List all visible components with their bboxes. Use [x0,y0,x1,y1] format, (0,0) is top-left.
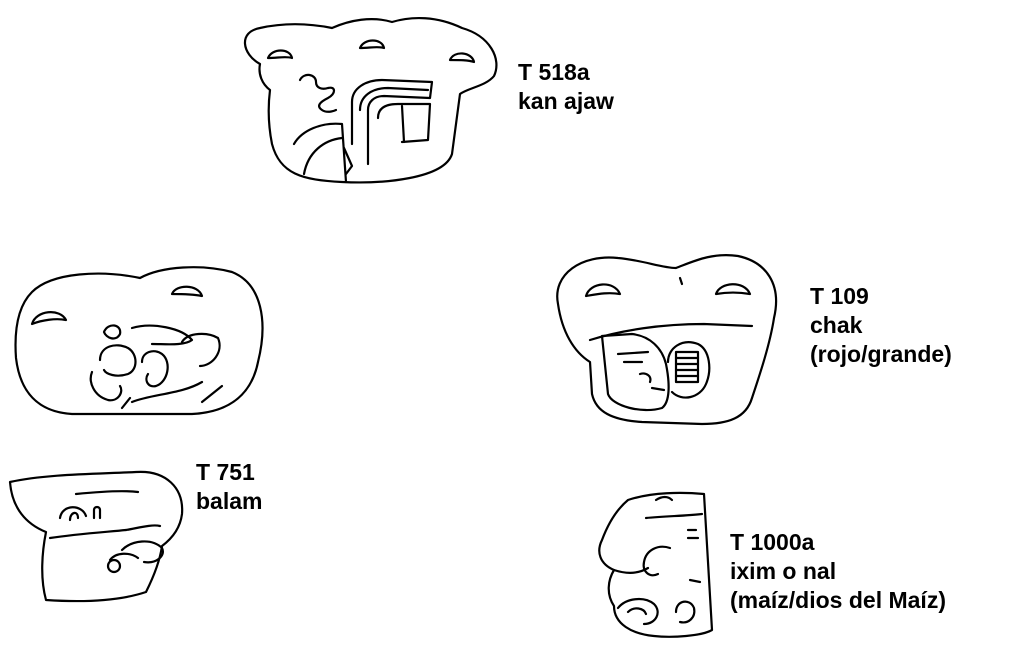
glyph-reading: balam [196,488,263,514]
label-t751: T 751 balam [196,458,262,516]
glyph-middle-left-drawing [12,262,270,418]
glyph-reading: chak [810,312,863,338]
glyph-code: T 751 [196,459,255,485]
label-t518a: T 518a kan ajaw [518,58,614,116]
label-t109: T 109 chak (rojo/grande) [810,282,952,369]
glyph-reading: (rojo/grande) [810,341,952,367]
glyph-t518a-drawing [232,14,512,186]
glyph-code: T 1000a [730,529,815,555]
glyph-reading: (maíz/dios del Maíz) [730,587,946,613]
glyph-reading: ixim o nal [730,558,837,584]
glyph-reading: kan ajaw [518,88,614,114]
glyph-t1000a-drawing [592,490,716,640]
glyph-t751-drawing [6,468,192,608]
glyph-t109-drawing [552,244,784,432]
label-t1000a: T 1000a ixim o nal (maíz/dios del Maíz) [730,528,946,615]
glyph-code: T 518a [518,59,590,85]
glyph-code: T 109 [810,283,869,309]
